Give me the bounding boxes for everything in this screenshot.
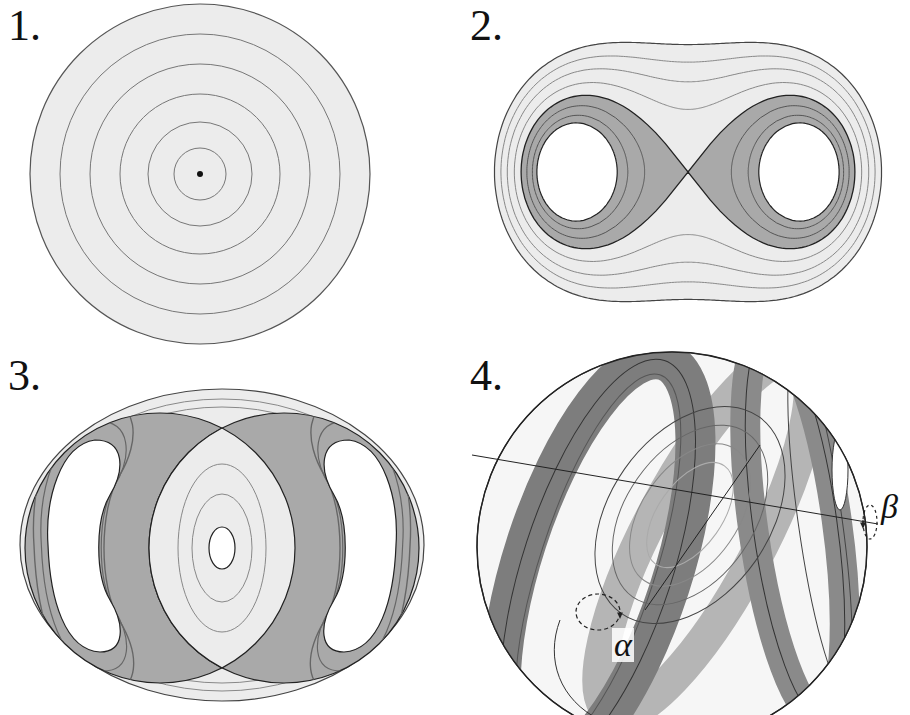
level-curve: [514, 83, 861, 262]
level-curve: [532, 115, 627, 228]
panel-four-sphere: [460, 326, 878, 715]
panel-one-disk: [30, 4, 370, 344]
outer-level-curve: [495, 42, 882, 301]
level-curve: [527, 106, 645, 239]
hole-curve: [759, 123, 839, 221]
separatrix: [521, 95, 855, 248]
level-curve: [501, 56, 875, 288]
panel-number: 3.: [8, 354, 41, 398]
level-curve: [748, 115, 843, 228]
hole-curve: [537, 123, 617, 221]
panel-three-double-well: [20, 389, 424, 701]
panel-number: 4.: [470, 354, 503, 398]
panel-number: 2.: [470, 4, 503, 48]
rotation-label: α: [612, 628, 634, 662]
panel-number: 1.: [8, 4, 41, 48]
level-curve: [731, 106, 849, 239]
rotation-label: β: [879, 490, 900, 524]
level-curve: [507, 69, 868, 275]
panel-two-figure-eight: [495, 42, 882, 301]
